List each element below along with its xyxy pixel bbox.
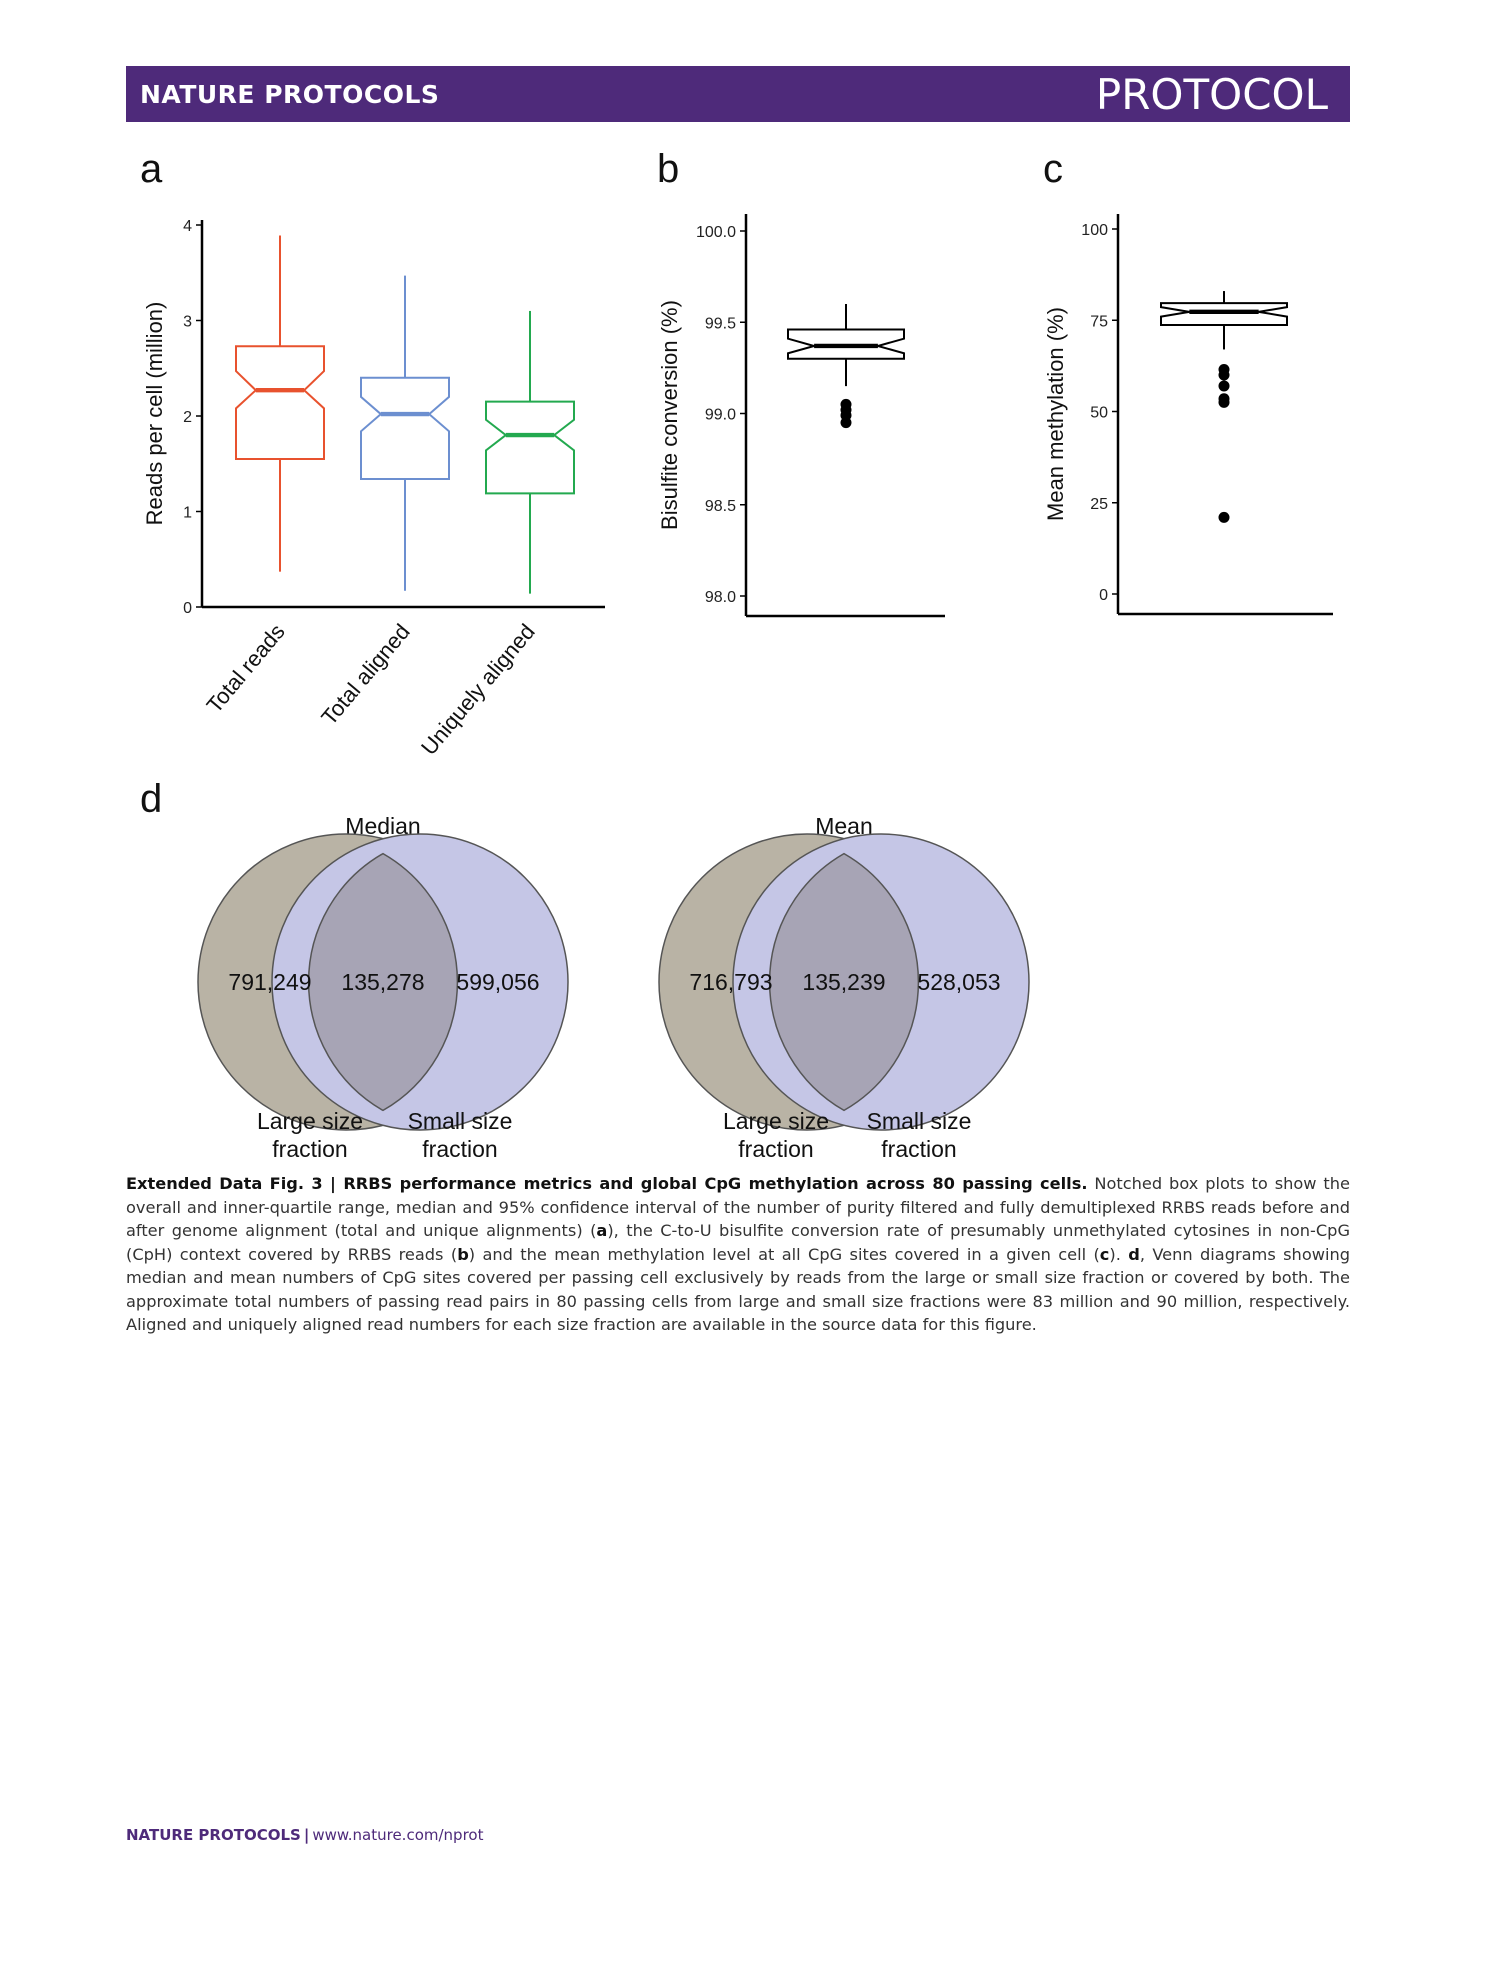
venn-median-right-label-2: fraction bbox=[422, 1136, 497, 1162]
box-2-box bbox=[360, 376, 450, 481]
venn-mean-right-count: 528,053 bbox=[917, 969, 1000, 995]
venn-median: Median 791,249 135,278 599,056 Large siz… bbox=[197, 813, 569, 1162]
venn-mean-left-label-1: Large size bbox=[723, 1108, 829, 1134]
y-axis-title: Bisulfite conversion (%) bbox=[657, 300, 682, 530]
y-tick-label: 99.5 bbox=[705, 315, 736, 332]
category-label: Total reads bbox=[201, 619, 289, 718]
y-tick-label: 0 bbox=[1099, 587, 1108, 604]
category-label: Total aligned bbox=[316, 619, 415, 730]
box-box bbox=[787, 328, 905, 360]
y-tick-label: 2 bbox=[183, 409, 192, 426]
caption-ref-c: c bbox=[1099, 1244, 1110, 1264]
y-tick-label: 0 bbox=[183, 600, 192, 617]
venn-median-overlap-count: 135,278 bbox=[341, 969, 424, 995]
panel-letter-c: c bbox=[1043, 147, 1063, 191]
venn-median-left-label-1: Large size bbox=[257, 1108, 363, 1134]
y-tick-label: 50 bbox=[1090, 405, 1108, 422]
venn-mean-overlap-count: 135,239 bbox=[802, 969, 885, 995]
section-label: PROTOCOL bbox=[1095, 70, 1328, 119]
venn-mean-overlap bbox=[768, 852, 920, 1112]
y-tick-label: 100 bbox=[1081, 222, 1108, 239]
caption-text-1: Notched box plots to show the overall an… bbox=[126, 1174, 1350, 1240]
y-tick-label: 3 bbox=[183, 314, 192, 331]
category-label: Uniquely aligned bbox=[416, 619, 540, 760]
venn-median-right-count: 599,056 bbox=[456, 969, 539, 995]
box-1-box bbox=[235, 345, 325, 460]
y-tick-label: 4 bbox=[183, 218, 192, 235]
y-tick-label: 75 bbox=[1090, 313, 1108, 330]
y-tick-label: 99.0 bbox=[705, 407, 736, 424]
panel-letter-b: b bbox=[657, 147, 679, 191]
venn-mean-right-label-2: fraction bbox=[881, 1136, 956, 1162]
panel-letter-d: d bbox=[140, 777, 162, 821]
panel-letter-a: a bbox=[140, 147, 163, 191]
outlier-point bbox=[840, 417, 852, 429]
footer-separator: | bbox=[303, 1826, 310, 1844]
journal-name: NATURE PROTOCOLS bbox=[140, 80, 440, 109]
y-tick-label: 1 bbox=[183, 505, 192, 522]
venn-median-left-label-2: fraction bbox=[272, 1136, 347, 1162]
outlier-point bbox=[1218, 369, 1230, 381]
y-axis-title: Reads per cell (million) bbox=[142, 302, 167, 526]
y-tick-label: 98.5 bbox=[705, 498, 736, 515]
y-tick-label: 100.0 bbox=[696, 224, 736, 241]
caption-text-5: , Venn diagrams showing median and mean … bbox=[126, 1244, 1350, 1335]
box-box bbox=[1160, 302, 1288, 326]
footer-journal: NATURE PROTOCOLS bbox=[126, 1826, 301, 1844]
venn-median-left-count: 791,249 bbox=[228, 969, 311, 995]
venn-mean-right-label-1: Small size bbox=[867, 1108, 972, 1134]
caption-ref-d: d bbox=[1128, 1244, 1140, 1264]
caption-text-3: ) and the mean methylation level at all … bbox=[468, 1244, 1100, 1264]
venn-mean-left-count: 716,793 bbox=[689, 969, 772, 995]
venn-median-right-label-1: Small size bbox=[408, 1108, 513, 1134]
venn-median-overlap bbox=[307, 852, 459, 1112]
box-3-box bbox=[485, 400, 575, 495]
outlier-point bbox=[1218, 380, 1230, 392]
caption-title: Extended Data Fig. 3 | RRBS performance … bbox=[126, 1174, 1088, 1193]
caption-text-4: ). bbox=[1109, 1244, 1129, 1264]
y-axis-title: Mean methylation (%) bbox=[1043, 307, 1068, 521]
page-header: NATURE PROTOCOLS PROTOCOL bbox=[126, 66, 1350, 122]
outlier-point bbox=[1218, 511, 1230, 523]
caption-text-2: ), the C-to-U bisulfite conversion rate … bbox=[126, 1221, 1350, 1264]
figure-caption: Extended Data Fig. 3 | RRBS performance … bbox=[126, 1172, 1350, 1337]
page-footer: NATURE PROTOCOLS|www.nature.com/nprot bbox=[126, 1826, 483, 1844]
venn-mean: Mean 716,793 135,239 528,053 Large size … bbox=[658, 813, 1030, 1162]
caption-ref-a: a bbox=[596, 1221, 608, 1240]
y-tick-label: 98.0 bbox=[705, 589, 736, 606]
footer-url[interactable]: www.nature.com/nprot bbox=[312, 1826, 484, 1844]
venn-mean-left-label-2: fraction bbox=[738, 1136, 813, 1162]
outlier-point bbox=[1218, 396, 1230, 408]
caption-ref-b: b bbox=[457, 1244, 469, 1264]
y-tick-label: 25 bbox=[1090, 496, 1108, 513]
